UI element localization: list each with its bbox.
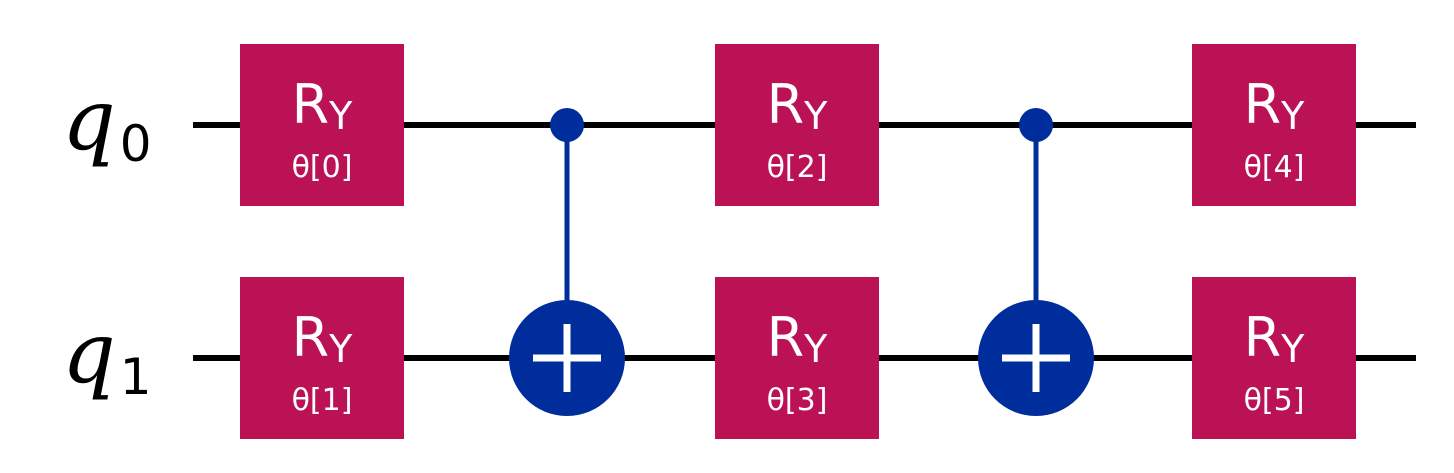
ry-gate-param: θ[2] — [767, 150, 828, 185]
cx-control-dot — [1019, 108, 1053, 142]
ry-gate-name: RY — [1244, 73, 1306, 138]
qubit-label-index: 1 — [120, 348, 152, 406]
ry-gate-param: θ[0] — [292, 150, 353, 185]
ry-gate-6: RYθ[4] — [1192, 44, 1356, 206]
qubit-label-name: q — [62, 71, 116, 169]
ry-gate-name-sub: Y — [803, 94, 828, 138]
ry-gate-param: θ[1] — [292, 383, 353, 418]
ry-gate-4: RYθ[3] — [715, 277, 879, 439]
qubit-label-index: 0 — [120, 115, 152, 173]
ry-gate-7: RYθ[5] — [1192, 277, 1356, 439]
ry-gate-box — [715, 277, 879, 439]
ry-gate-param: θ[5] — [1244, 383, 1305, 418]
ry-gate-box — [240, 44, 404, 206]
ry-gate-1: RYθ[1] — [240, 277, 404, 439]
gates: RYθ[0]RYθ[1]RYθ[2]RYθ[3]RYθ[4]RYθ[5] — [240, 44, 1356, 439]
ry-gate-name-base: R — [1244, 73, 1282, 136]
ry-gate-box — [715, 44, 879, 206]
ry-gate-name: RY — [292, 73, 354, 138]
cx-gate-2 — [509, 108, 625, 416]
ry-gate-param: θ[3] — [767, 383, 828, 418]
ry-gate-name-sub: Y — [803, 327, 828, 371]
ry-gate-box — [240, 277, 404, 439]
ry-gate-name-base: R — [767, 306, 805, 369]
ry-gate-box — [1192, 277, 1356, 439]
ry-gate-param: θ[4] — [1244, 150, 1305, 185]
ry-gate-name: RY — [292, 306, 354, 371]
cx-target-plus-icon — [978, 300, 1094, 416]
ry-gate-0: RYθ[0] — [240, 44, 404, 206]
cx-control-dot — [550, 108, 584, 142]
qubit-label-1: q1 — [62, 304, 152, 406]
qubit-label-0: q0 — [62, 71, 152, 173]
cx-target-plus-icon — [509, 300, 625, 416]
ry-gate-3: RYθ[2] — [715, 44, 879, 206]
ry-gate-name-sub: Y — [328, 94, 353, 138]
ry-gate-box — [1192, 44, 1356, 206]
ry-gate-name: RY — [1244, 306, 1306, 371]
ry-gate-name-sub: Y — [1280, 327, 1305, 371]
ry-gate-name-base: R — [292, 306, 330, 369]
ry-gate-name: RY — [767, 306, 829, 371]
cx-gate-5 — [978, 108, 1094, 416]
ry-gate-name: RY — [767, 73, 829, 138]
ry-gate-name-base: R — [292, 73, 330, 136]
qubit-label-name: q — [62, 304, 116, 402]
ry-gate-name-sub: Y — [1280, 94, 1305, 138]
ry-gate-name-sub: Y — [328, 327, 353, 371]
ry-gate-name-base: R — [767, 73, 805, 136]
ry-gate-name-base: R — [1244, 306, 1282, 369]
